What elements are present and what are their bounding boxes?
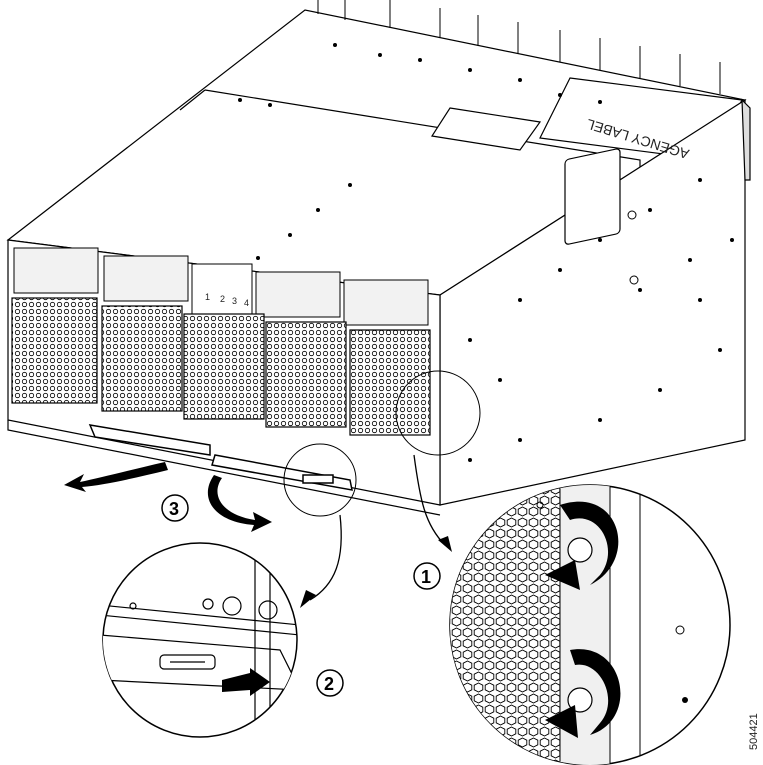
bay-number-2: 2 bbox=[220, 294, 225, 304]
side-handle bbox=[564, 148, 621, 245]
fan-tray-handles bbox=[88, 424, 353, 491]
power-supply-4 bbox=[343, 279, 429, 326]
callout-2: 2 bbox=[316, 669, 344, 697]
detail-circle-handle bbox=[283, 443, 357, 517]
screw-rotate-arrow-top bbox=[560, 501, 619, 585]
fan-tray-3 bbox=[183, 313, 265, 420]
callout-3-number: 3 bbox=[169, 499, 179, 519]
rotate-arrow-left bbox=[64, 462, 168, 492]
bay-number-1: 1 bbox=[205, 292, 210, 302]
callout-2-number: 2 bbox=[324, 674, 334, 694]
push-arrow bbox=[222, 668, 270, 696]
detail-circle-screws bbox=[395, 370, 481, 456]
fan-tray-4 bbox=[265, 321, 347, 428]
screw-rotate-arrow-bottom bbox=[570, 649, 621, 735]
fan-tray-1 bbox=[11, 297, 98, 404]
callout-3: 3 bbox=[161, 494, 189, 522]
chassis-screws bbox=[238, 43, 734, 462]
leader-line-handle bbox=[309, 514, 342, 601]
leader-line-screws bbox=[413, 454, 446, 546]
power-supply-slot bbox=[191, 263, 253, 315]
rotate-arrow-right bbox=[207, 475, 272, 532]
leader-arrowhead-handle bbox=[300, 590, 316, 608]
bay-number-3: 3 bbox=[232, 296, 237, 306]
fan-tray-row bbox=[11, 297, 431, 436]
figure-id: 504421 bbox=[748, 713, 760, 750]
power-supply-row bbox=[13, 247, 429, 326]
bay-number-4: 4 bbox=[244, 298, 249, 308]
fan-tray-2 bbox=[101, 305, 183, 412]
callout-1: 1 bbox=[413, 562, 441, 590]
power-supply-1 bbox=[13, 247, 99, 294]
power-supply-2 bbox=[103, 255, 189, 302]
fan-tray-5 bbox=[349, 329, 431, 436]
callout-1-number: 1 bbox=[421, 567, 431, 587]
zoom-detail-screws bbox=[449, 484, 731, 765]
power-supply-3 bbox=[255, 271, 341, 318]
leader-arrowhead-screws bbox=[438, 536, 452, 552]
zoom-detail-handle bbox=[102, 542, 298, 738]
leader-lines bbox=[309, 454, 446, 601]
